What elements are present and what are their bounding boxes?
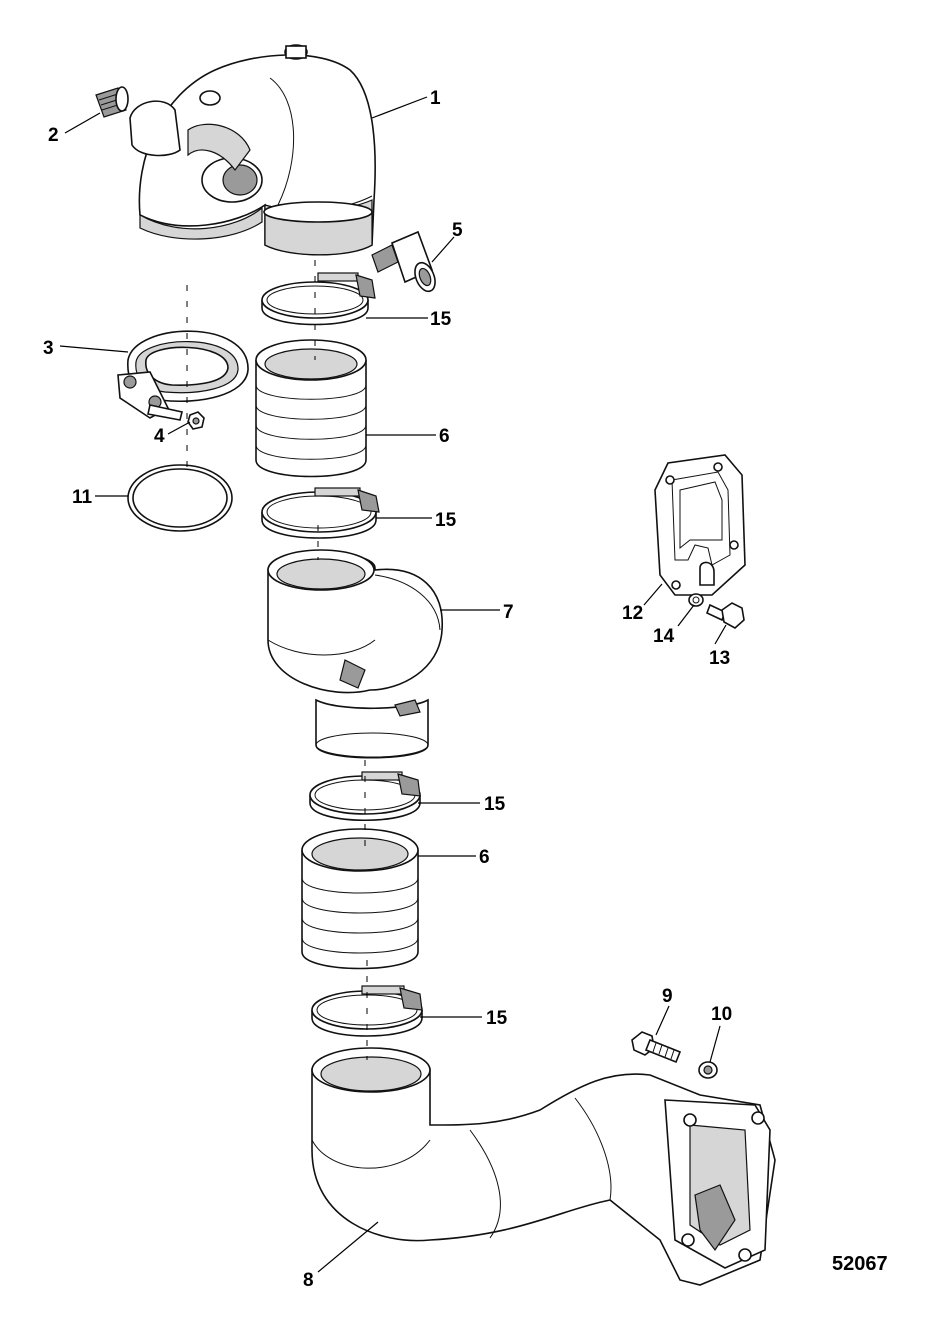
callout-8: 8 <box>303 1270 314 1291</box>
callout-6-lower: 6 <box>479 847 490 868</box>
callout-5: 5 <box>452 220 463 241</box>
part-9-bolt <box>631 1031 682 1064</box>
callout-15-first: 15 <box>430 309 452 330</box>
part-11-o-ring <box>127 464 233 532</box>
center-lines <box>186 260 368 1060</box>
exhaust-hose-6-b <box>301 828 419 970</box>
callout-10: 10 <box>711 1004 732 1025</box>
part-3-v-band-clamp <box>117 330 249 421</box>
callout-12: 12 <box>622 603 643 624</box>
hose-clamp-15-a <box>261 272 376 326</box>
hose-clamp-15-c <box>309 771 421 821</box>
hose-clamp-15-b <box>261 487 380 539</box>
exhaust-hose-6-a <box>255 339 367 478</box>
callout-labels: 1 2 3 4 5 6 6 7 8 9 10 11 12 13 14 15 15… <box>43 88 732 1291</box>
callout-4: 4 <box>154 426 165 447</box>
part-2-pipe-plug <box>95 86 129 118</box>
callout-13: 13 <box>709 648 730 669</box>
callout-9: 9 <box>662 986 673 1007</box>
callout-15-third: 15 <box>484 794 506 815</box>
part-4-nut <box>187 411 205 430</box>
part-1-exhaust-elbow <box>129 44 376 256</box>
callout-2: 2 <box>48 125 59 146</box>
part-7-exhaust-elbow-pipe <box>267 549 443 759</box>
figure-number: 52067 <box>832 1253 888 1275</box>
part-10-washer <box>698 1061 718 1079</box>
hose-clamp-15-d <box>311 985 423 1037</box>
callout-3: 3 <box>43 338 54 359</box>
callout-7: 7 <box>503 602 514 623</box>
part-12-gasket <box>654 454 746 596</box>
part-13-screw <box>705 602 745 629</box>
part-14-washer <box>688 593 704 607</box>
part-8-exhaust-pipe <box>311 1047 776 1286</box>
callout-6-upper: 6 <box>439 426 450 447</box>
callout-15-fourth: 15 <box>486 1008 508 1029</box>
callout-14: 14 <box>653 626 675 647</box>
leader-lines <box>59 96 727 1273</box>
callout-15-second: 15 <box>435 510 457 531</box>
part-5-hose-fitting <box>371 230 436 293</box>
callout-1: 1 <box>430 88 441 109</box>
callout-11: 11 <box>72 487 93 508</box>
